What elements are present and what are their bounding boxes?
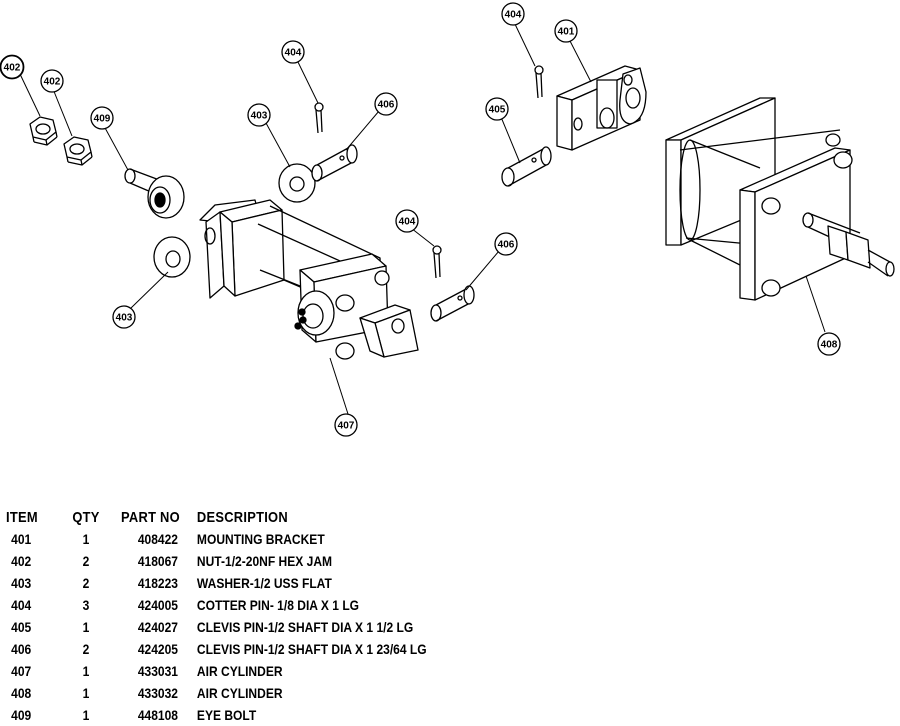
- callout-404: 404: [395, 209, 419, 233]
- eye-bolt-drawing: [124, 168, 185, 219]
- qty-cell: 1: [82, 619, 90, 635]
- qty-cell: 1: [82, 663, 90, 679]
- svg-text:403: 403: [116, 313, 133, 324]
- description-cell: AIR CYLINDER: [196, 663, 283, 679]
- air-cylinder-408-drawing: [665, 97, 895, 301]
- svg-text:406: 406: [498, 240, 515, 251]
- callout-402: 402: [40, 69, 64, 93]
- qty-cell: 2: [82, 641, 90, 657]
- table-row: 407 1 433031 AIR CYLINDER: [6, 660, 434, 682]
- part-no-cell: 433031: [137, 663, 178, 679]
- item-cell: 408: [11, 685, 32, 701]
- description-cell: WASHER-1/2 USS FLAT: [196, 575, 332, 591]
- callout-404: 404: [501, 2, 525, 26]
- cotter-pin-drawing: [432, 245, 442, 279]
- table-row: 405 1 424027 CLEVIS PIN-1/2 SHAFT DIA X 1 1…: [6, 616, 434, 638]
- clevis-pin-drawing: [430, 285, 475, 322]
- mounting-bracket-drawing: [556, 65, 647, 151]
- table-row: 409 1 448108 EYE BOLT: [6, 704, 434, 726]
- item-cell: 409: [11, 707, 32, 723]
- qty-cell: 1: [82, 707, 90, 723]
- table-row: 402 2 418067 NUT-1/2-20NF HEX JAM: [6, 550, 434, 572]
- item-cell: 405: [11, 619, 32, 635]
- table-header-row: ITEM QTY PART NO DESCRIPTION: [6, 506, 434, 528]
- item-cell: 404: [11, 597, 32, 613]
- description-cell: MOUNTING BRACKET: [196, 531, 325, 547]
- column-header-item: ITEM: [6, 508, 38, 526]
- item-cell: 406: [11, 641, 32, 657]
- description-cell: AIR CYLINDER: [196, 685, 283, 701]
- callout-403: 403: [247, 103, 271, 127]
- part-no-cell: 424205: [137, 641, 178, 657]
- callout-404: 404: [281, 40, 305, 64]
- part-no-cell: 424005: [137, 597, 178, 613]
- table-row: 406 2 424205 CLEVIS PIN-1/2 SHAFT DIA X 1 2…: [6, 638, 434, 660]
- qty-cell: 1: [82, 685, 90, 701]
- column-header-description: DESCRIPTION: [196, 508, 288, 526]
- callout-405: 405: [485, 97, 509, 121]
- part-no-cell: 424027: [137, 619, 178, 635]
- svg-text:401: 401: [558, 27, 575, 38]
- clevis-pin-drawing: [501, 146, 552, 187]
- qty-cell: 1: [82, 531, 90, 547]
- svg-text:404: 404: [399, 217, 416, 228]
- item-cell: 402: [11, 553, 32, 569]
- svg-text:409: 409: [94, 114, 111, 125]
- part-no-cell: 418067: [137, 553, 178, 569]
- column-header-qty: QTY: [72, 508, 100, 526]
- part-no-cell: 408422: [137, 531, 178, 547]
- item-cell: 407: [11, 663, 32, 679]
- item-cell: 401: [11, 531, 32, 547]
- svg-text:404: 404: [505, 10, 522, 21]
- callout-407: 407: [334, 413, 358, 437]
- part-no-cell: 448108: [137, 707, 178, 723]
- cotter-pin-drawing: [314, 102, 324, 134]
- table-row: 401 1 408422 MOUNTING BRACKET: [6, 528, 434, 550]
- hex-nut-drawing: [63, 136, 93, 166]
- exploded-parts-diagram: 402 402 409 403 403 404 406 404 406 407 …: [0, 2, 895, 437]
- part-no-cell: 433032: [137, 685, 178, 701]
- callout-406: 406: [494, 232, 518, 256]
- part-no-cell: 418223: [137, 575, 178, 591]
- air-cylinder-407-drawing: [199, 199, 419, 360]
- callout-409: 409: [90, 106, 114, 130]
- description-cell: CLEVIS PIN-1/2 SHAFT DIA X 1 1/2 LG: [196, 619, 414, 635]
- qty-cell: 2: [82, 553, 90, 569]
- hex-nut-drawing: [29, 116, 58, 146]
- clevis-pin-drawing: [311, 144, 358, 182]
- qty-cell: 3: [82, 597, 90, 613]
- description-cell: EYE BOLT: [196, 707, 257, 723]
- description-cell: NUT-1/2-20NF HEX JAM: [196, 553, 333, 569]
- svg-text:402: 402: [44, 77, 61, 88]
- svg-text:404: 404: [285, 48, 302, 59]
- callout-408: 408: [817, 332, 841, 356]
- table-row: 403 2 418223 WASHER-1/2 USS FLAT: [6, 572, 434, 594]
- svg-text:402: 402: [4, 63, 21, 74]
- svg-text:407: 407: [338, 421, 355, 432]
- cotter-pin-drawing: [534, 65, 544, 99]
- callout-402: 402: [0, 54, 25, 80]
- item-cell: 403: [11, 575, 32, 591]
- table-row: 404 3 424005 COTTER PIN- 1/8 DIA X 1 LG: [6, 594, 434, 616]
- qty-cell: 2: [82, 575, 90, 591]
- flat-washer-drawing: [153, 236, 191, 278]
- table-row: 408 1 433032 AIR CYLINDER: [6, 682, 434, 704]
- callout-406: 406: [374, 92, 398, 116]
- description-cell: COTTER PIN- 1/8 DIA X 1 LG: [196, 597, 360, 613]
- svg-text:408: 408: [821, 340, 838, 351]
- svg-text:405: 405: [489, 105, 506, 116]
- svg-text:406: 406: [378, 100, 395, 111]
- parts-list-table: ITEM QTY PART NO DESCRIPTION 401 1 408422 M…: [6, 506, 434, 726]
- flat-washer-drawing: [278, 163, 316, 203]
- description-cell: CLEVIS PIN-1/2 SHAFT DIA X 1 23/64 LG: [196, 641, 427, 657]
- callout-403: 403: [112, 305, 136, 329]
- leader-lines: [19, 21, 826, 415]
- callout-401: 401: [554, 19, 578, 43]
- parts-list-body: 401 1 408422 MOUNTING BRACKET 402 2 418067 NUT-…: [6, 528, 434, 726]
- column-header-part-no: PART NO: [121, 508, 180, 526]
- svg-text:403: 403: [251, 111, 268, 122]
